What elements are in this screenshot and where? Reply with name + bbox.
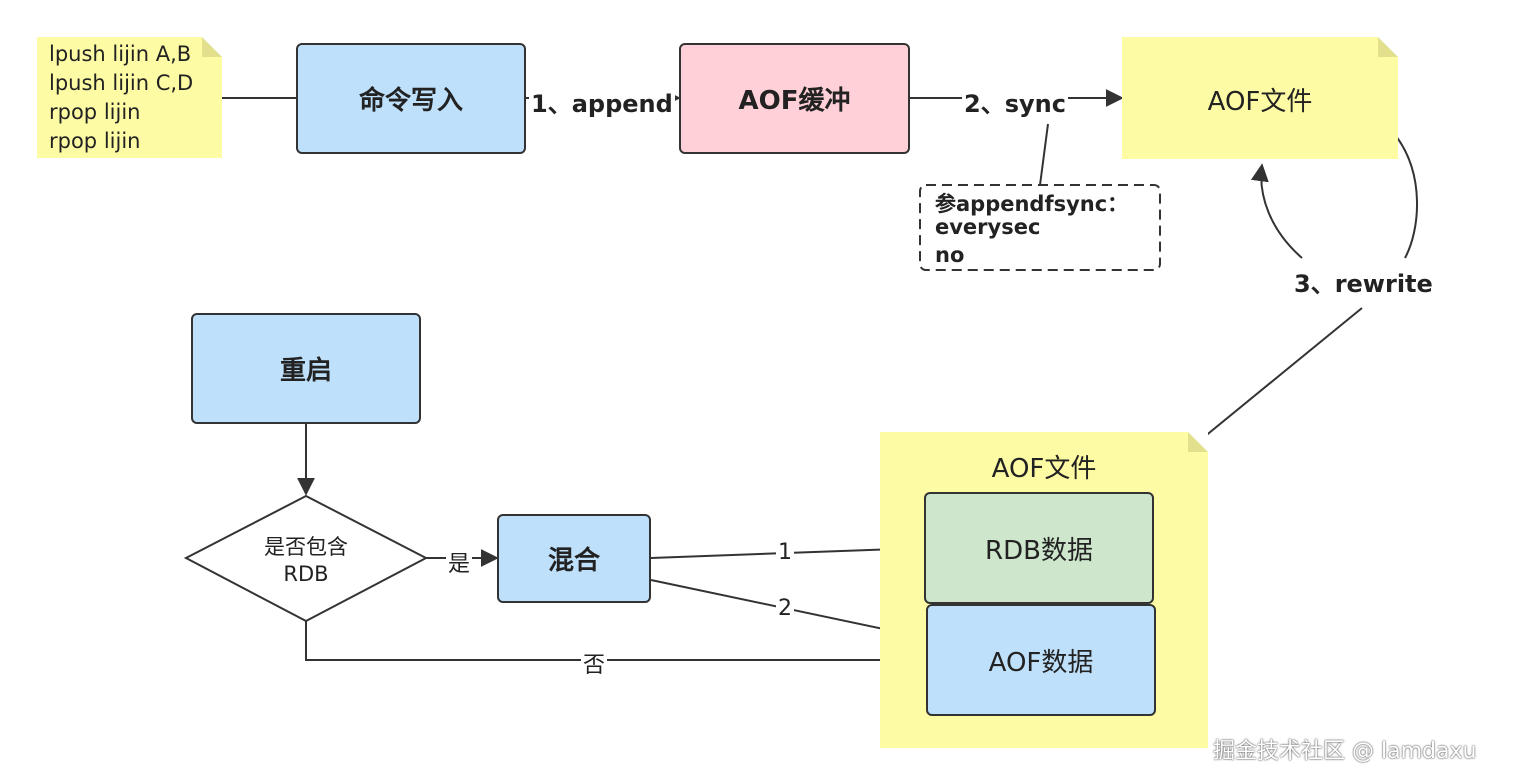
- command-write-box: 命令写入: [296, 43, 526, 154]
- aof-file-top-label: AOF文件: [1207, 87, 1313, 117]
- command-line-4: rpop lijin: [49, 129, 141, 153]
- no-label: 否: [581, 647, 608, 679]
- decision-line-1: 是否包含: [264, 535, 348, 559]
- restart-box: 重启: [191, 313, 421, 424]
- aof-file-top-note: AOF文件: [1122, 37, 1398, 159]
- sync-label: 2、sync: [962, 84, 1068, 119]
- decision-diamond: [183, 494, 429, 623]
- config-note-border: [919, 184, 1161, 271]
- append-label: 1、append: [529, 84, 675, 119]
- edge-rewrite-loop-out: [1395, 135, 1418, 259]
- command-line-3: rpop lijin: [49, 100, 141, 124]
- mixed-box: 混合: [497, 514, 651, 603]
- commands-note: lpush lijin A,B lpush lijin C,D rpop lij…: [37, 37, 222, 158]
- config-line-2: everysec: [935, 215, 1041, 239]
- aof-data-box: AOF数据: [926, 604, 1156, 716]
- note-fold: [1188, 432, 1208, 452]
- decision-line-2: RDB: [283, 562, 329, 586]
- edge-rewrite-loop-in: [1250, 163, 1303, 259]
- note-fold: [1378, 37, 1398, 57]
- command-line-1: lpush lijin A,B: [49, 42, 192, 66]
- edge-sync-config: [1039, 123, 1049, 186]
- yes-label: 是: [446, 546, 473, 578]
- edge-rewrite-to-file: [1197, 307, 1363, 443]
- aof-file-bottom-label: AOF文件: [991, 454, 1097, 484]
- rewrite-label: 3、rewrite: [1292, 264, 1435, 299]
- aof-buffer-box: AOF缓冲: [679, 43, 910, 154]
- edge-no: [305, 621, 928, 669]
- config-line-3: no: [935, 243, 965, 267]
- note-fold: [202, 37, 222, 57]
- rdb-data-box: RDB数据: [924, 492, 1154, 604]
- edge-label-1: 1: [776, 540, 794, 565]
- command-line-2: lpush lijin C,D: [49, 71, 194, 95]
- config-line-1: 参appendfsync：: [935, 192, 1129, 216]
- edge-label-2: 2: [776, 596, 794, 621]
- watermark: 掘金技术社区 @ lamdaxu: [1213, 739, 1477, 764]
